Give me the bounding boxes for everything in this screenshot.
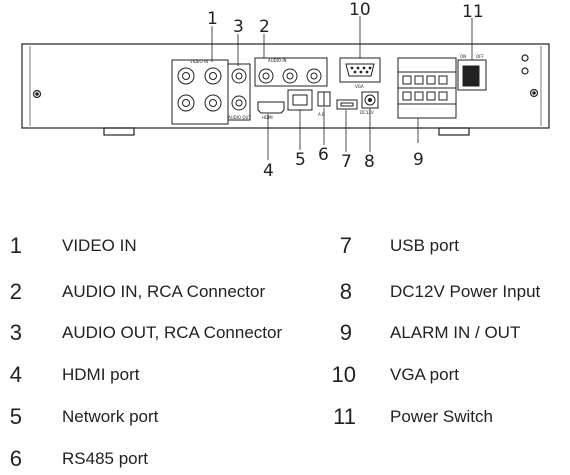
legend-label: RS485 port xyxy=(62,449,148,468)
callout-9: 9 xyxy=(413,150,424,170)
audio-out-panel-label: AUDIO OUT xyxy=(228,115,251,120)
video-in-panel-label: VIDEO IN xyxy=(190,59,208,64)
legend-number: 4 xyxy=(9,362,22,387)
callout-11: 11 xyxy=(462,2,484,22)
rs485-panel-label: A B xyxy=(318,112,325,117)
legend-number: 2 xyxy=(9,279,22,304)
audio-in-panel-label: AUDIO IN xyxy=(268,58,287,63)
legend-number: 3 xyxy=(9,320,22,345)
legend-number: 7 xyxy=(339,233,352,258)
legend-label: AUDIO IN, RCA Connector xyxy=(62,282,266,301)
legend-label: USB port xyxy=(390,236,459,255)
legend-number: 5 xyxy=(9,404,22,429)
rear-panel-diagram: VIDEO IN AUDIO OUT AUDIO IN HDMI A B VGA xyxy=(21,0,550,181)
dc12v-panel-label: DC12V xyxy=(360,110,374,115)
callout-leaders xyxy=(211,16,473,160)
device-chassis xyxy=(21,43,550,136)
legend-label: VIDEO IN xyxy=(62,236,137,255)
legend-label: DC12V Power Input xyxy=(390,282,541,301)
legend-label: AUDIO OUT, RCA Connector xyxy=(62,323,283,342)
legend-number: 11 xyxy=(333,404,356,429)
callout-8: 8 xyxy=(364,152,375,172)
audio-out-connectors xyxy=(227,63,251,121)
audio-in-connectors xyxy=(254,57,328,87)
power-switch-off-label: OFF xyxy=(476,54,484,59)
legend-label: Network port xyxy=(62,407,159,426)
legend-number: 6 xyxy=(9,446,22,471)
alarm-terminal-block xyxy=(397,57,457,119)
video-in-connectors xyxy=(171,59,229,125)
legend-number: 1 xyxy=(9,233,22,258)
callout-3: 3 xyxy=(233,17,244,37)
rs485-connector xyxy=(317,91,331,107)
power-switch xyxy=(457,59,487,91)
legend-label: HDMI port xyxy=(62,365,140,384)
legend: 1 VIDEO IN 2 AUDIO IN, RCA Connector 3 A… xyxy=(0,222,570,475)
legend-label: VGA port xyxy=(390,365,459,384)
hdmi-panel-label: HDMI xyxy=(262,115,273,120)
callout-6: 6 xyxy=(318,145,329,165)
legend-number: 10 xyxy=(331,362,356,387)
callout-1: 1 xyxy=(207,9,218,29)
callout-2: 2 xyxy=(259,17,270,37)
callout-5: 5 xyxy=(295,150,306,170)
hdmi-connector xyxy=(257,101,285,114)
network-connector xyxy=(287,89,313,111)
usb-connector xyxy=(336,99,358,110)
vga-connector xyxy=(339,57,381,83)
callout-10: 10 xyxy=(349,0,371,20)
callout-4: 4 xyxy=(263,161,274,181)
legend-label: ALARM IN / OUT xyxy=(390,323,521,342)
power-switch-on-label: ON xyxy=(460,54,466,59)
legend-number: 9 xyxy=(339,320,352,345)
legend-number: 8 xyxy=(339,279,352,304)
callout-7: 7 xyxy=(341,152,352,172)
dc12v-connector xyxy=(361,91,379,109)
vga-panel-label: VGA xyxy=(355,84,364,89)
legend-label: Power Switch xyxy=(390,407,493,426)
